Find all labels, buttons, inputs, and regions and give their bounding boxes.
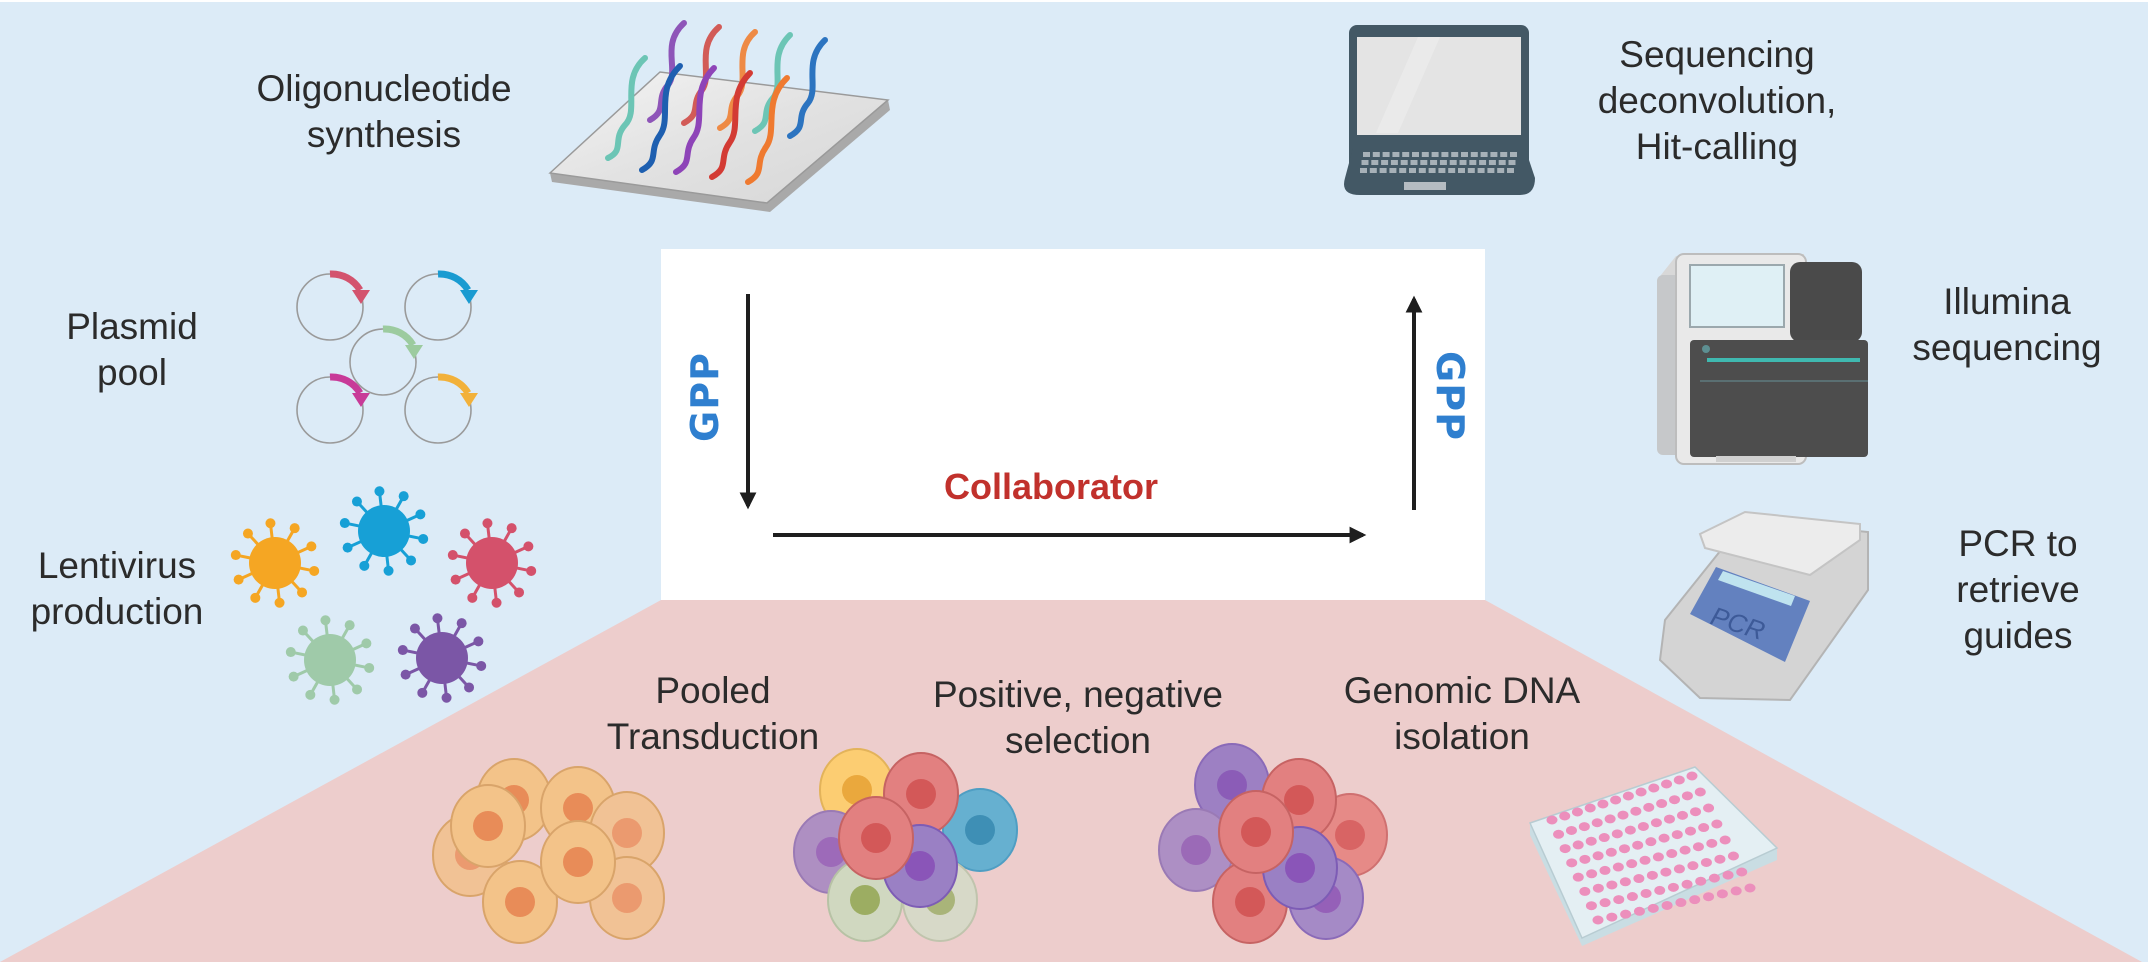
sequencer-icon <box>1657 253 1868 465</box>
cell-cluster-icon <box>432 758 665 944</box>
cell-icon <box>1218 790 1294 874</box>
gpp-left-label: GPP <box>683 352 727 442</box>
cell-icon <box>1158 808 1234 892</box>
lentivirus-icon <box>230 486 537 705</box>
cell-icon <box>450 784 526 868</box>
plasmid-icon <box>349 325 423 396</box>
gpp-right-label: GPP <box>1428 351 1472 441</box>
plasmid-icon <box>404 270 478 341</box>
laptop-icon <box>1344 25 1535 195</box>
oligo-array-slide-icon <box>548 20 890 212</box>
virus-particle-icon <box>339 486 429 576</box>
cell-icon <box>838 796 914 880</box>
center-panel <box>661 249 1485 600</box>
cell-icon <box>540 820 616 904</box>
plasmid-pool-icon <box>296 270 478 444</box>
virus-particle-icon <box>447 518 537 608</box>
well-plate-icon <box>1528 766 1779 946</box>
collaborator-label: Collaborator <box>943 466 1159 507</box>
cell-icon <box>482 860 558 944</box>
virus-particle-icon <box>285 615 375 705</box>
gdna-cells-icon <box>1158 743 1388 944</box>
virus-particle-icon <box>230 518 320 608</box>
selected-cells-icon <box>793 748 1018 942</box>
plasmid-icon <box>296 373 370 444</box>
cell-icon <box>827 858 903 942</box>
pcr-machine-icon: PCR <box>1658 510 1869 702</box>
plasmid-icon <box>404 373 478 444</box>
cell-icon <box>942 788 1018 872</box>
virus-particle-icon <box>397 613 487 703</box>
plasmid-icon <box>296 270 370 341</box>
